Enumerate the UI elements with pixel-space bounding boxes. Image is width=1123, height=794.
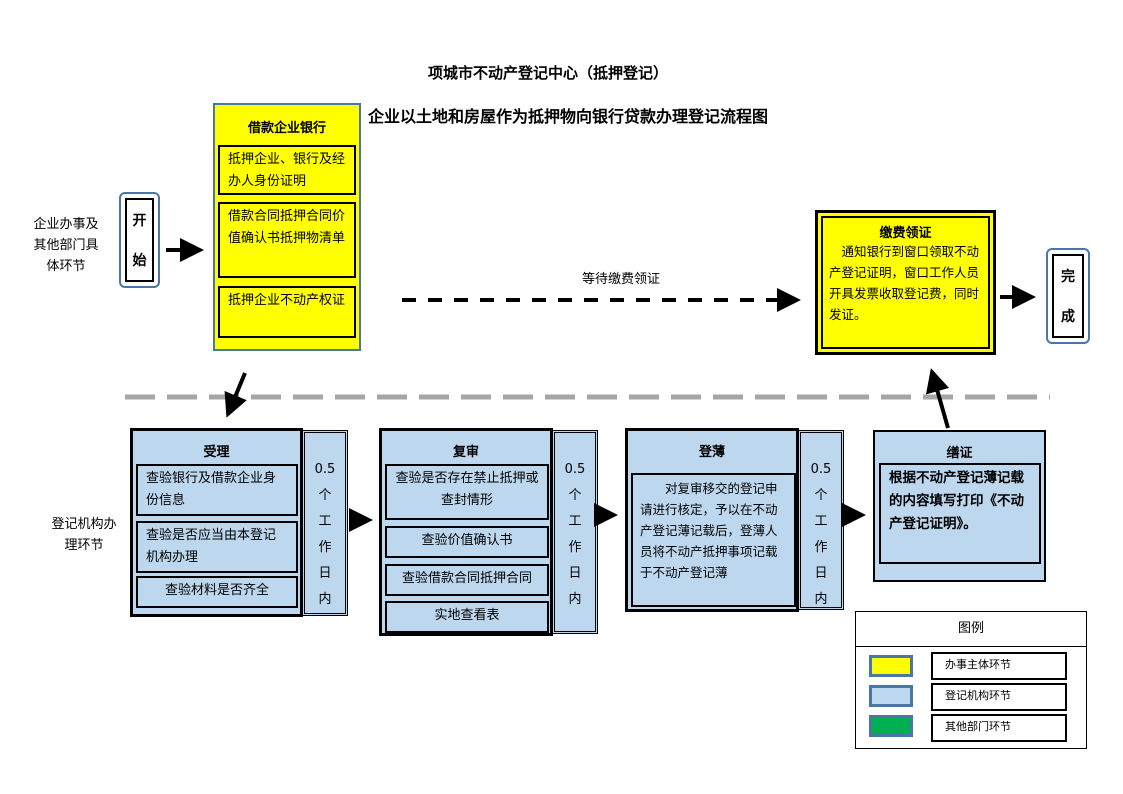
applicant-item: 抵押企业不动产权证 (218, 286, 356, 338)
lane-label-registry: 登记机构办理环节 (51, 517, 117, 553)
time-char: 0.5 (314, 462, 336, 477)
step-review-time: 0.5 个 工 作 日 内 (552, 430, 598, 634)
legend-swatch-green (869, 715, 913, 737)
step-item: 查验是否存在禁止抵押或查封情形 (385, 464, 549, 520)
finish-char-1: 完 (1061, 269, 1075, 285)
applicant-item: 借款合同抵押合同价值确认书抵押物清单 (218, 202, 356, 278)
step-record-heading: 登薄 (698, 445, 725, 460)
time-char: 日 (318, 566, 332, 581)
applicant-item: 抵押企业、银行及经办人身份证明 (218, 145, 356, 195)
time-char: 个 (568, 488, 582, 503)
start-char-2: 始 (132, 253, 147, 269)
step-accept: 受理 查验银行及借款企业身份信息 查验是否应当由本登记机构办理 查验材料是否齐全 (130, 428, 303, 617)
step-item: 查验借款合同抵押合同 (385, 564, 549, 596)
payment-heading: 缴费领证 (879, 226, 932, 241)
time-char: 工 (814, 514, 828, 529)
diagram-subtitle: 企业以土地和房屋作为抵押物向银行贷款办理登记流程图 (368, 107, 769, 126)
lane-label-applicant: 企业办事及其他部门具体环节 (33, 217, 99, 274)
finish-node: 完 成 (1046, 248, 1090, 344)
step-certificate-heading: 缮证 (946, 446, 973, 461)
step-record: 登薄 对复审移交的登记申请进行核定，予以在不动产登记薄记载后，登薄人员将不动产抵… (625, 428, 799, 612)
time-char: 日 (814, 566, 828, 581)
arrow-applicant-to-accept (224, 372, 247, 418)
diagram-title: 项城市不动产登记中心（抵押登记） (428, 64, 669, 82)
step-item: 查验价值确认书 (385, 526, 549, 558)
step-accept-heading: 受理 (203, 445, 230, 460)
finish-char-2: 成 (1061, 309, 1075, 325)
legend-label: 其他部门环节 (931, 714, 1067, 742)
arrow-certificate-to-payment (925, 368, 950, 429)
time-char: 0.5 (810, 462, 832, 477)
step-item: 实地查看表 (385, 601, 549, 633)
step-certificate: 缮证 根据不动产登记薄记载的内容填写打印《不动产登记证明》。 (873, 430, 1046, 582)
start-char-1: 开 (132, 213, 147, 229)
legend-label: 登记机构环节 (931, 683, 1067, 711)
legend-title: 图例 (856, 612, 1086, 647)
time-char: 作 (568, 540, 582, 555)
step-item: 查验是否应当由本登记机构办理 (136, 521, 298, 573)
step-item: 查验材料是否齐全 (136, 576, 298, 608)
legend-label: 办事主体环节 (931, 652, 1067, 680)
step-record-text: 对复审移交的登记申请进行核定，予以在不动产登记薄记载后，登薄人员将不动产抵押事项… (631, 473, 796, 607)
payment-box: 缴费领证 通知银行到窗口领取不动产登记证明，窗口工作人员开具发票收取登记费，同时… (815, 210, 996, 355)
step-accept-time: 0.5 个 工 作 日 内 (302, 430, 348, 616)
applicant-heading: 借款企业银行 (247, 121, 326, 136)
legend-swatch-blue (869, 685, 913, 707)
legend: 图例 办事主体环节 登记机构环节 其他部门环节 (855, 611, 1087, 749)
time-char: 工 (318, 514, 332, 529)
start-node: 开 始 (119, 192, 160, 288)
step-item: 查验银行及借款企业身份信息 (136, 464, 298, 516)
step-review-heading: 复审 (452, 445, 479, 460)
time-char: 个 (318, 488, 332, 503)
time-char: 作 (318, 540, 332, 555)
time-char: 内 (568, 592, 582, 607)
time-char: 工 (568, 514, 582, 529)
legend-swatch-yellow (869, 655, 913, 677)
applicant-box: 借款企业银行 抵押企业、银行及经办人身份证明 借款合同抵押合同价值确认书抵押物清… (213, 103, 361, 351)
time-char: 内 (318, 592, 332, 607)
time-char: 0.5 (564, 462, 586, 477)
step-review: 复审 查验是否存在禁止抵押或查封情形 查验价值确认书 查验借款合同抵押合同 实地… (379, 428, 553, 636)
wait-label: 等待缴费领证 (582, 272, 661, 287)
time-char: 内 (814, 592, 828, 607)
time-char: 日 (568, 566, 582, 581)
time-char: 作 (814, 540, 828, 555)
step-certificate-text: 根据不动产登记薄记载的内容填写打印《不动产登记证明》。 (879, 463, 1041, 564)
time-char: 个 (814, 488, 828, 503)
payment-text: 通知银行到窗口领取不动产登记证明，窗口工作人员开具发票收取登记费，同时发证。 (829, 244, 980, 322)
